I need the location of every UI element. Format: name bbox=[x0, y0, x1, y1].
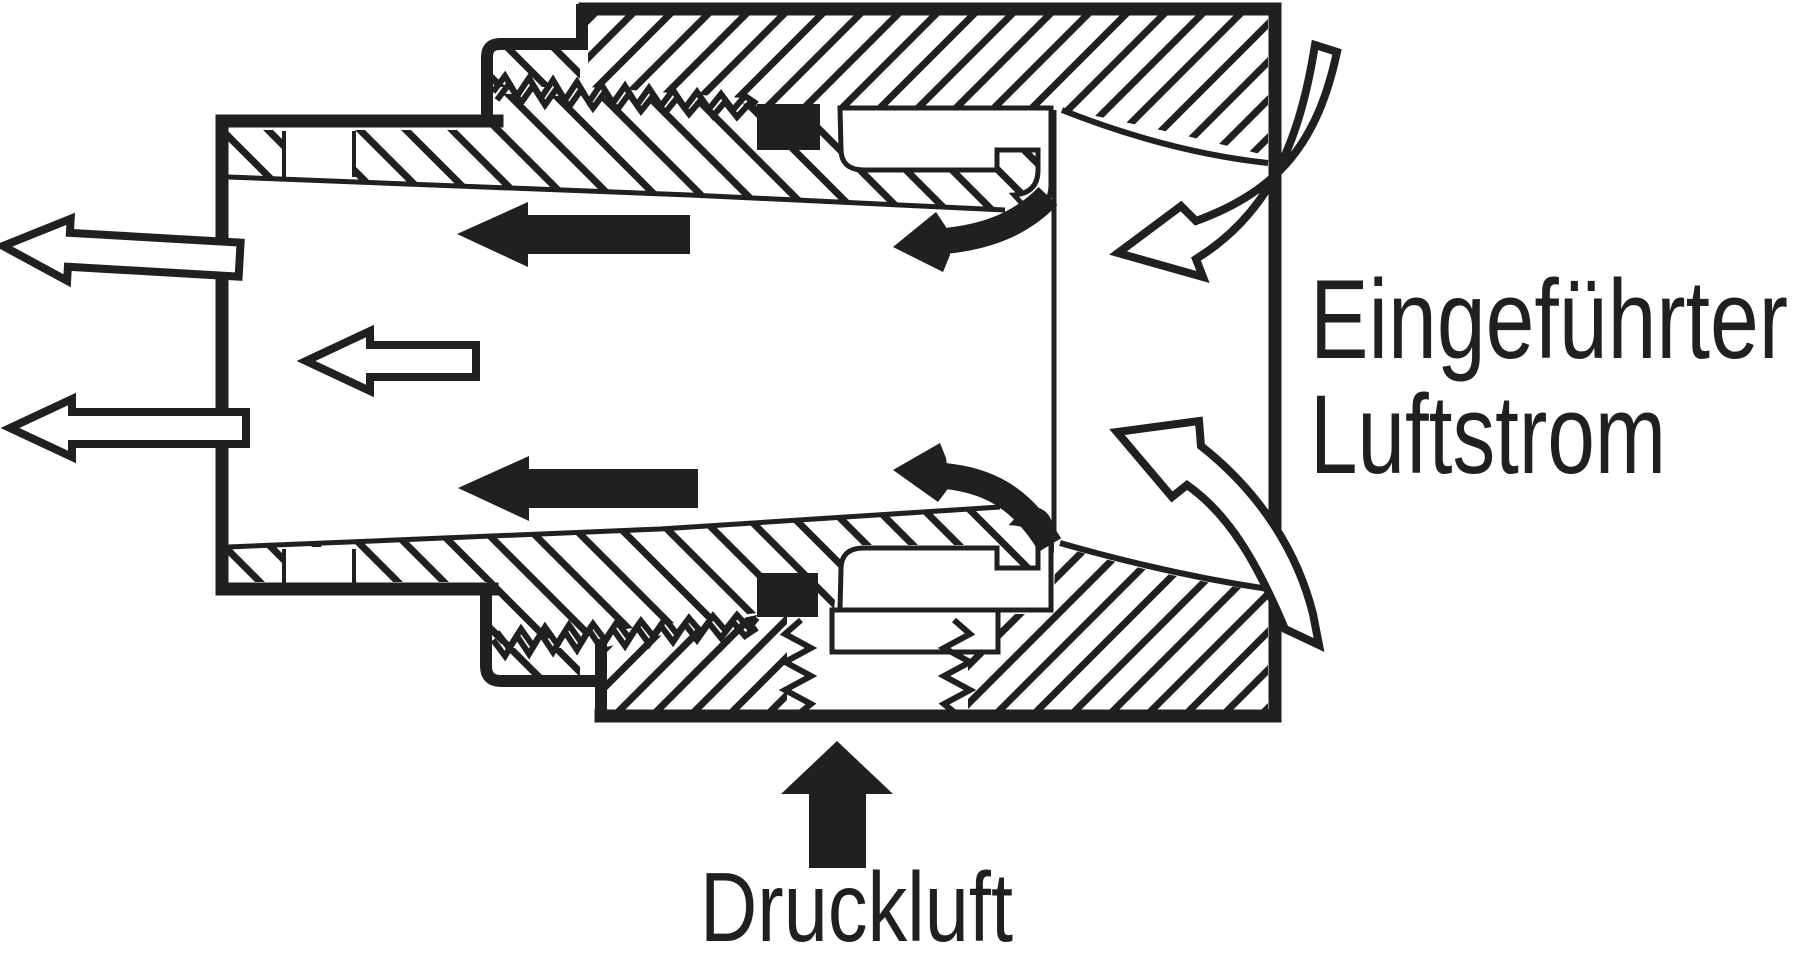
lower-port-thread-2 bbox=[494, 610, 760, 654]
housing-section-hatch bbox=[588, 14, 1268, 712]
upper-port-thread-2 bbox=[494, 78, 759, 122]
diffuser-cup-outline bbox=[215, 114, 504, 596]
compressed-air-arrow bbox=[781, 741, 893, 868]
inlet-thread-left bbox=[778, 617, 818, 715]
intake-curved-arrow-bottom bbox=[1109, 416, 1325, 652]
pressure-label: Druckluft bbox=[700, 852, 1013, 962]
intake-label-line1: Eingeführter bbox=[1310, 257, 1788, 382]
nozzle-jet-arrow-bottom bbox=[893, 443, 1062, 552]
core-stream-arrow bbox=[296, 324, 480, 398]
upper-intake-funnel-curve bbox=[1060, 107, 1269, 166]
outlet-arrow-lower bbox=[0, 392, 250, 464]
hollow-flow-arrows bbox=[0, 39, 1342, 652]
nozzle-body-section-hatch bbox=[228, 50, 1054, 678]
thread-zigzags bbox=[490, 70, 977, 715]
labels: Eingeführter Luftstrom Druckluft bbox=[700, 257, 1788, 962]
intake-label-line2: Luftstrom bbox=[1310, 372, 1666, 497]
lower-seal bbox=[757, 573, 818, 617]
intake-curved-arrow-top bbox=[1109, 39, 1342, 284]
lower-intake-funnel-curve bbox=[1059, 540, 1269, 592]
lower-cap-nut-outline bbox=[480, 583, 607, 720]
lower-cone-surface-line bbox=[227, 504, 1001, 550]
upper-cone-surface-line bbox=[227, 174, 1006, 213]
amplified-stream-arrow-top bbox=[457, 202, 690, 267]
o-ring-seals bbox=[757, 104, 820, 617]
inlet-thread-right bbox=[937, 617, 977, 715]
amplified-stream-arrow-bottom bbox=[458, 456, 698, 521]
upper-cap-nut-outline bbox=[481, 4, 588, 125]
nozzle-jet-arrow-top bbox=[893, 186, 1058, 272]
outlet-arrow-upper bbox=[0, 212, 245, 288]
upper-seal bbox=[757, 104, 820, 150]
internal-contours bbox=[227, 105, 1269, 613]
solid-flow-arrows bbox=[457, 186, 1062, 868]
